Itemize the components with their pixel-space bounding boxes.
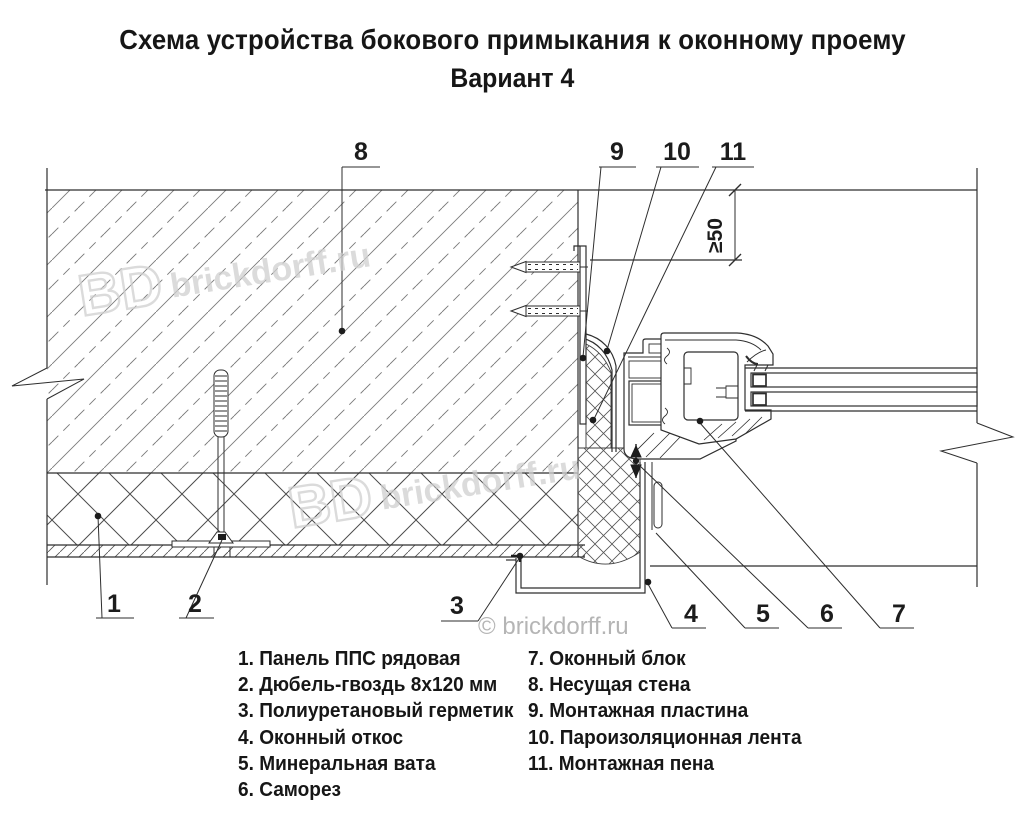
callout-10: 10	[663, 138, 691, 166]
callout-6: 6	[820, 600, 834, 628]
legend-item: 5. Минеральная вата	[238, 751, 436, 775]
legend-item: 10. Пароизоляционная лента	[528, 725, 802, 749]
legend-column-1: 1. Панель ППС рядовая 2. Дюбель-гвоздь 8…	[238, 646, 534, 803]
legend-item: 2. Дюбель-гвоздь 8х120 мм	[238, 673, 498, 697]
callout-2: 2	[188, 590, 202, 618]
finish-layer	[47, 545, 585, 557]
watermark-bd-logo: BD	[284, 464, 377, 541]
mineral-wool	[653, 481, 663, 529]
callout-numbers: 1 2 3 4 5 6 7 8 9 10 11	[107, 138, 906, 628]
callout-5: 5	[756, 600, 770, 628]
watermark-bd-logo: BD	[74, 252, 167, 329]
sash-profile	[660, 332, 774, 445]
dimension-50: ≥50	[704, 183, 742, 267]
callout-7: 7	[892, 600, 906, 628]
mounting-foam	[577, 343, 641, 565]
anchor-screw-bottom	[509, 304, 588, 318]
glazing-spacer	[752, 392, 767, 406]
glazing-spacer	[752, 373, 767, 387]
load-bearing-wall	[47, 190, 578, 473]
drawing-title: Схема устройства бокового примыкания к о…	[118, 24, 906, 55]
legend-item: 6. Саморез	[238, 778, 342, 802]
legend-item: 4. Оконный откос	[238, 725, 404, 749]
callout-dots	[94, 327, 704, 586]
legend-item: 7. Оконный блок	[528, 647, 686, 670]
dimension-label: ≥50	[704, 218, 727, 253]
legend-item: 3. Полиуретановый герметик	[238, 699, 514, 723]
drawing-variant: Вариант 4	[450, 63, 574, 93]
callout-11: 11	[720, 138, 747, 166]
legend-item: 1. Панель ППС рядовая	[238, 647, 461, 670]
mounting-plate	[573, 245, 587, 425]
page-subtitle: Вариант 4	[0, 63, 1024, 94]
window-jamb-panel	[506, 462, 653, 594]
anchor-screw-top	[509, 260, 588, 274]
glazing-unit	[745, 367, 978, 412]
page-title: Схема устройства бокового примыкания к о…	[0, 24, 1024, 56]
callout-1: 1	[107, 590, 121, 618]
callout-leaders	[96, 166, 914, 629]
legend-item: 9. Монтажная пластина	[528, 699, 749, 723]
legend-item: 11. Монтажная пена	[528, 751, 715, 775]
legend-item: 8. Несущая стена	[528, 673, 691, 697]
callout-9: 9	[610, 138, 624, 166]
pps-panel	[47, 473, 578, 545]
callout-8: 8	[354, 138, 368, 166]
break-mark-right	[939, 422, 1015, 464]
legend-column-2: 7. Оконный блок 8. Несущая стена 9. Монт…	[528, 646, 822, 777]
self-tapping-screw	[630, 444, 642, 479]
break-mark-left	[11, 367, 85, 400]
callout-3: 3	[450, 592, 464, 620]
callout-4: 4	[684, 600, 698, 628]
dowel-nail	[171, 369, 271, 558]
watermark-copyright: © brickdorff.ru	[478, 613, 629, 640]
